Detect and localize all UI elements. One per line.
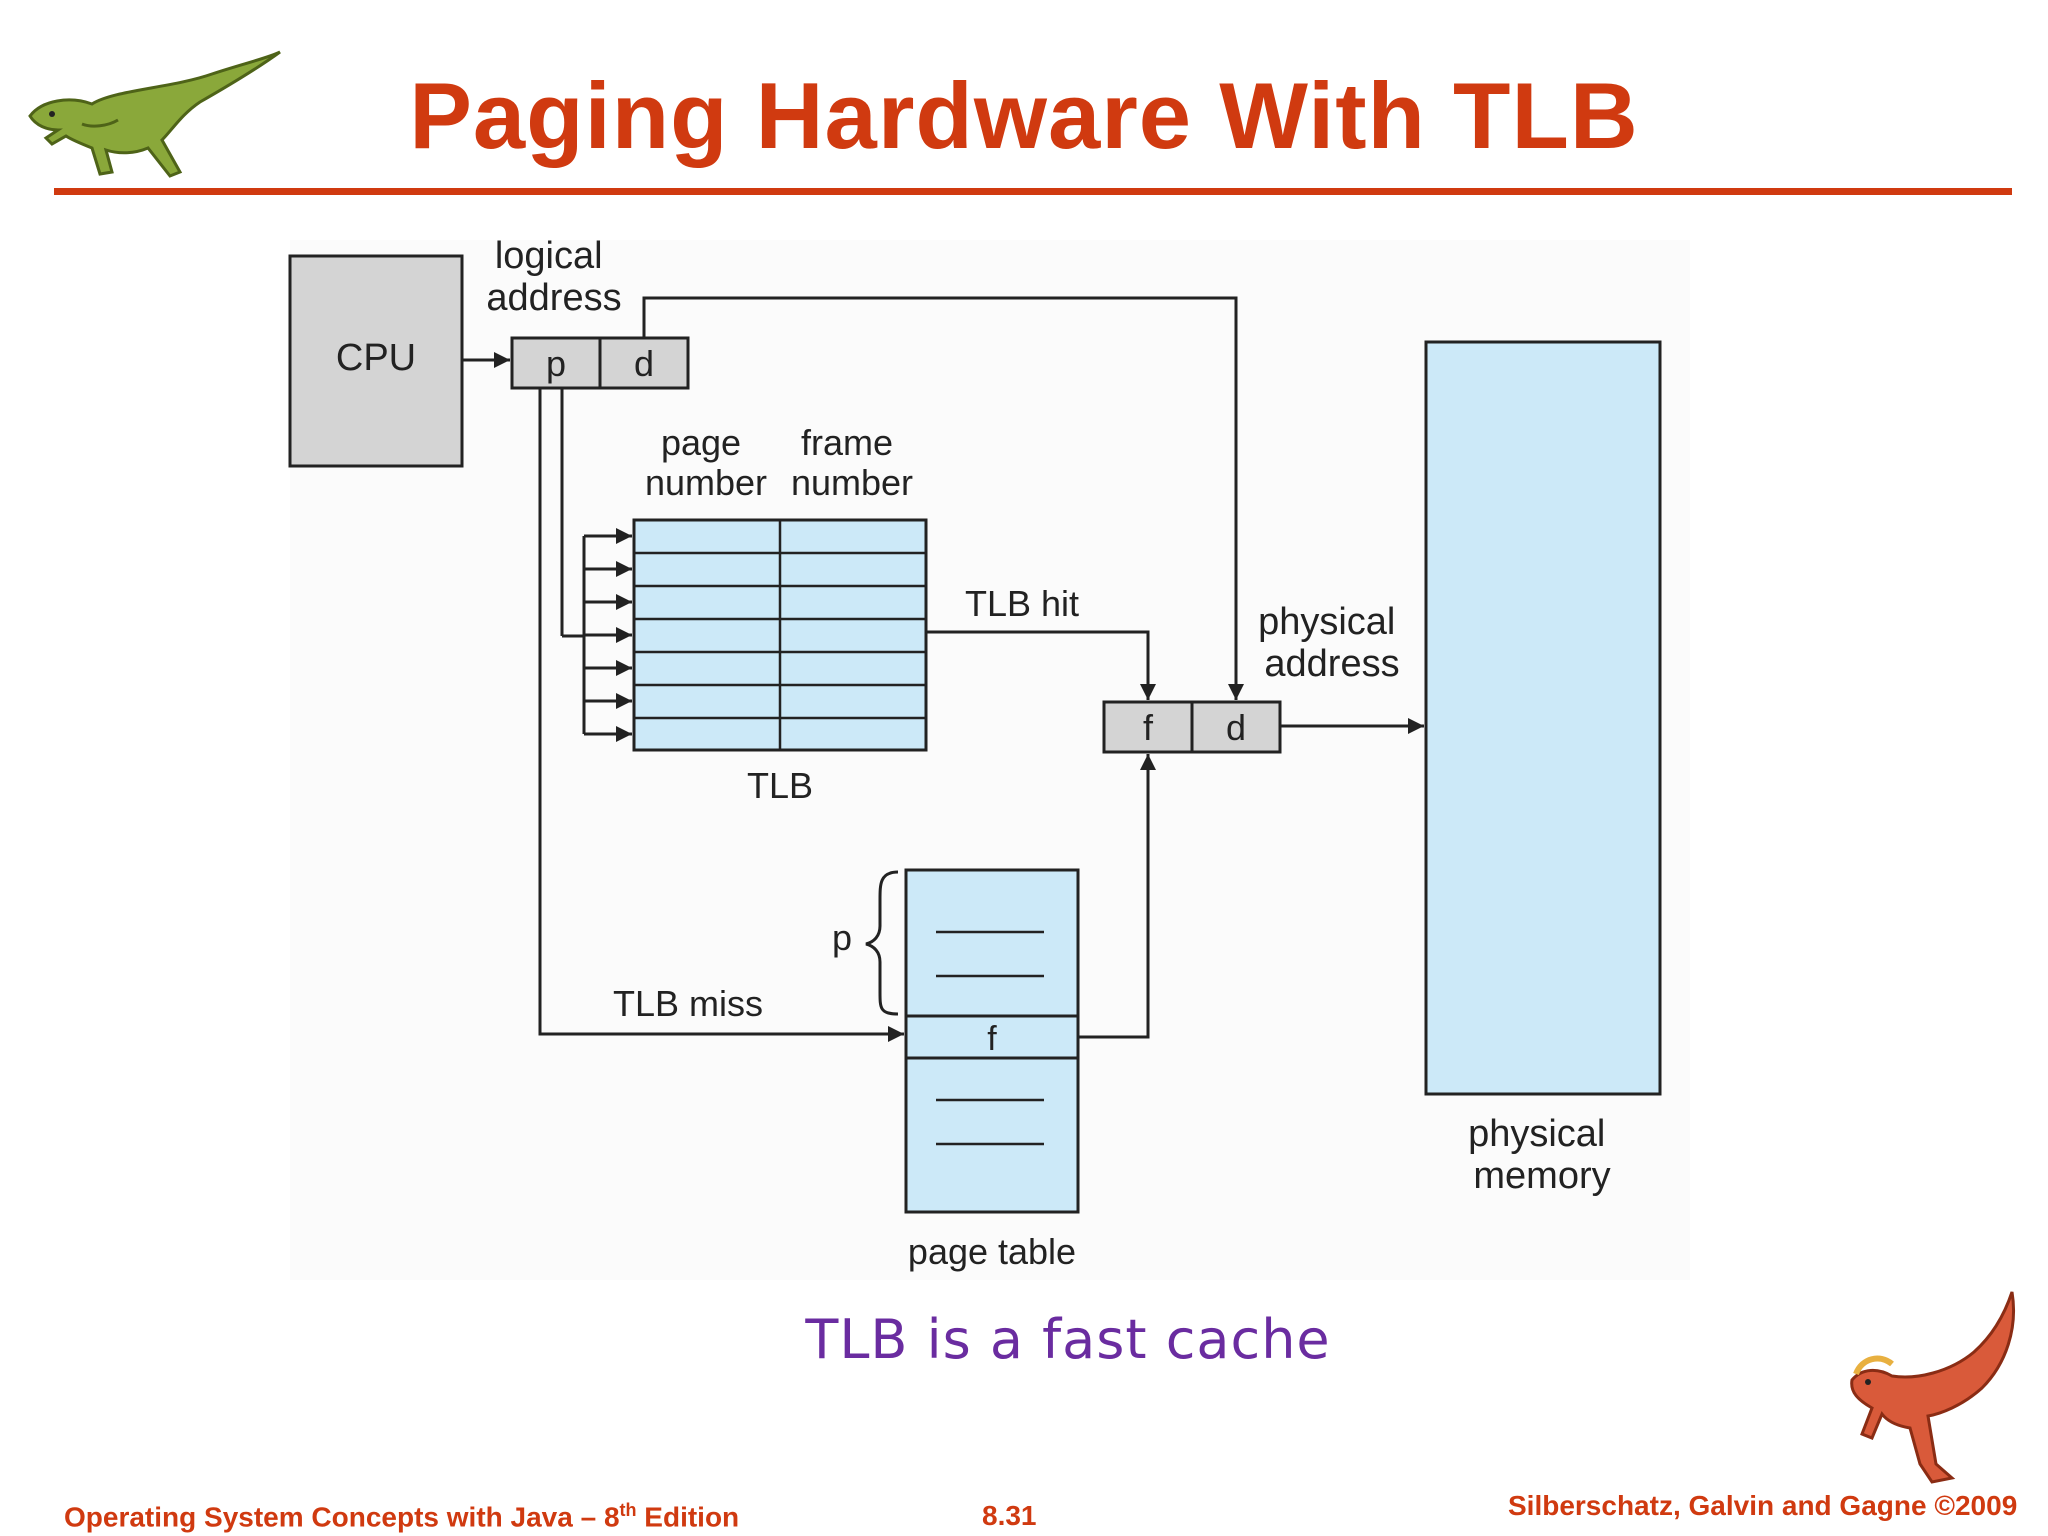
logical-address-register: p d <box>510 336 690 390</box>
physical-address-register: f d <box>1102 700 1282 754</box>
physical-memory-box <box>1424 340 1662 1096</box>
footer-slide-number: 8.31 <box>982 1500 1037 1531</box>
title-rule <box>54 188 2012 195</box>
physical-memory-label: physical memory <box>1468 1113 1616 1197</box>
page-table-label: page table <box>908 1231 1076 1272</box>
cpu-label: CPU <box>336 337 416 379</box>
footer-book-title: Operating System Concepts with Java – 8t… <box>64 1500 740 1533</box>
tlb-miss-path <box>538 388 904 1042</box>
page-table-brace <box>865 870 899 1016</box>
tlb-hit-path <box>926 630 1156 700</box>
page-table-p: p <box>832 917 852 958</box>
page-table: f <box>904 868 1080 1214</box>
tlb-header-frame-number: frame number <box>791 422 913 503</box>
physical-address-label: physical address <box>1258 601 1406 685</box>
tlb-hit-label: TLB hit <box>965 583 1079 624</box>
page-table-to-frame-path <box>1078 754 1156 1039</box>
tlb-miss-label: TLB miss <box>613 983 763 1024</box>
frame-field-f: f <box>1143 707 1154 748</box>
dinosaur-logo-bottom-right <box>1850 1291 2016 1484</box>
offset-path <box>642 296 1244 700</box>
tlb-header-page-number: page number <box>645 422 767 503</box>
slide-caption: TLB is a fast cache <box>805 1308 1331 1371</box>
tlb-label: TLB <box>747 765 813 806</box>
tlb-compare-arrows <box>584 528 632 742</box>
tlb-table <box>632 518 928 752</box>
page-field-p: p <box>546 343 566 384</box>
page-table-f: f <box>987 1020 997 1058</box>
dinosaur-logo-top-left <box>28 50 281 178</box>
slide-title: Paging Hardware With TLB <box>409 63 1639 168</box>
physical-offset-field-d: d <box>1226 707 1246 748</box>
logical-address-label: logical address <box>486 235 621 319</box>
offset-field-d: d <box>634 343 654 384</box>
footer-authors: Silberschatz, Galvin and Gagne ©2009 <box>1508 1490 2018 1521</box>
cpu-box: CPU <box>288 254 464 468</box>
